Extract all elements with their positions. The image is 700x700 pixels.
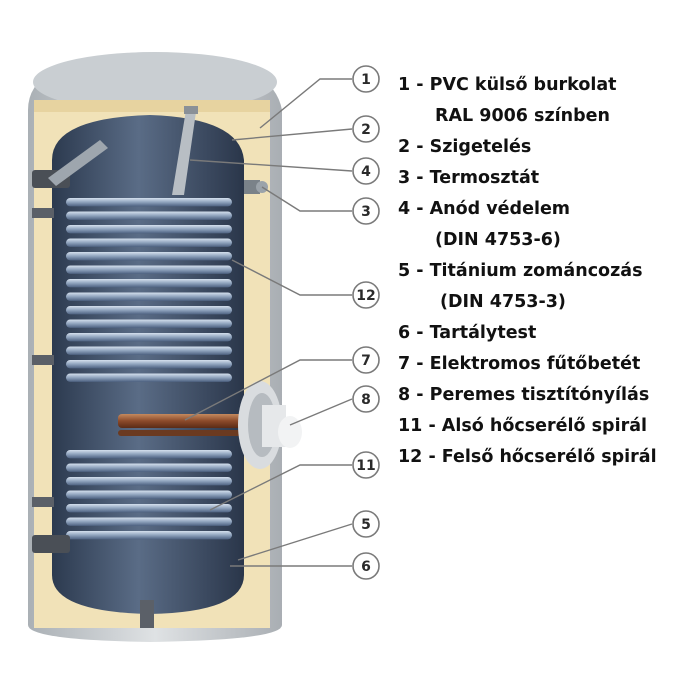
callout-number: 5 <box>361 517 371 533</box>
lower-coil <box>66 450 232 540</box>
callout-line <box>237 523 353 561</box>
callout-line <box>289 398 353 426</box>
callout-number: 8 <box>361 392 371 408</box>
coil-turn <box>66 333 232 342</box>
callout-line <box>231 128 353 141</box>
callout-line <box>189 159 353 172</box>
callout-number: 6 <box>361 559 371 575</box>
coil-turn <box>66 360 232 369</box>
callout-circle <box>352 451 380 479</box>
legend-line-sub: RAL 9006 színben <box>435 106 610 126</box>
legend-line: 4 - Anód védelem <box>398 199 571 219</box>
coil-turn <box>66 198 232 207</box>
coil-turn <box>66 265 232 274</box>
legend-item: 7 - Elektromos fűtőbetét <box>398 349 698 380</box>
coil-turn <box>66 373 232 382</box>
legend-line: 7 - Elektromos fűtőbetét <box>398 354 641 374</box>
coil-turn <box>66 531 232 540</box>
legend-item: 12 - Felső hőcserélő spirál <box>398 442 698 473</box>
coil-turn <box>66 211 232 220</box>
coil-turn <box>66 450 232 459</box>
coil-turn <box>66 238 232 247</box>
callout-line <box>259 78 352 129</box>
legend-item: 6 - Tartálytest <box>398 318 698 349</box>
coil-turn <box>66 517 232 526</box>
legend-item: 3 - Termosztát <box>398 163 698 194</box>
coil-turn <box>66 463 232 472</box>
callout-number: 4 <box>361 164 371 180</box>
coil-turn <box>66 225 232 234</box>
legend-line: 1 - PVC külső burkolat <box>398 75 617 95</box>
callout-line <box>231 259 352 296</box>
callout-circle <box>352 510 380 538</box>
coil-turn <box>66 477 232 486</box>
coil-turn <box>66 346 232 355</box>
thermostat-port <box>244 180 268 194</box>
upper-coil <box>66 198 232 382</box>
callout-number: 7 <box>361 353 371 369</box>
legend-item: 11 - Alsó hőcserélő spirál <box>398 411 698 442</box>
legend-item: 4 - Anód védelem (DIN 4753-6) <box>398 194 698 256</box>
coil-turn <box>66 252 232 261</box>
coil-turn <box>66 490 232 499</box>
callout-number: 11 <box>356 458 375 474</box>
legend-line: 12 - Felső hőcserélő spirál <box>398 447 657 467</box>
legend-item: 8 - Peremes tisztítónyílás <box>398 380 698 411</box>
legend-line: 11 - Alsó hőcserélő spirál <box>398 416 648 436</box>
legend-line-sub: (DIN 4753-6) <box>435 230 561 250</box>
callout-number: 3 <box>361 204 371 220</box>
callout-circle <box>352 197 380 225</box>
coil-turn <box>66 319 232 328</box>
legend-line: 3 - Termosztát <box>398 168 540 188</box>
legend-line: 5 - Titánium zománcozás <box>398 261 643 281</box>
callout-line <box>184 359 352 421</box>
callout-circle <box>352 65 380 93</box>
legend-line-sub: (DIN 4753-3) <box>440 292 566 312</box>
legend-line: 6 - Tartálytest <box>398 323 537 343</box>
callout-circle <box>352 157 380 185</box>
callout-circle <box>352 115 380 143</box>
coil-turn <box>66 292 232 301</box>
callout-circle <box>352 552 380 580</box>
callout-number: 12 <box>356 288 375 304</box>
legend-item: 2 - Szigetelés <box>398 132 698 163</box>
callout-number: 2 <box>361 122 371 138</box>
electric-heater <box>118 414 268 436</box>
coil-turn <box>66 306 232 315</box>
coil-turn <box>66 504 232 513</box>
anode-rod <box>172 106 198 195</box>
callout-circle <box>352 281 380 309</box>
callout-line <box>261 186 352 212</box>
legend-line: 2 - Szigetelés <box>398 137 532 157</box>
coil-turn <box>66 279 232 288</box>
callout-circle <box>352 385 380 413</box>
callout-line <box>209 464 352 511</box>
legend-item: 5 - Titánium zománcozás (DIN 4753-3) <box>398 256 698 318</box>
callout-circle <box>352 346 380 374</box>
flange-cleaning-opening <box>238 381 302 469</box>
inlet-pipe <box>48 140 108 186</box>
legend-line: 8 - Peremes tisztítónyílás <box>398 385 650 405</box>
callout-number: 1 <box>361 72 371 88</box>
